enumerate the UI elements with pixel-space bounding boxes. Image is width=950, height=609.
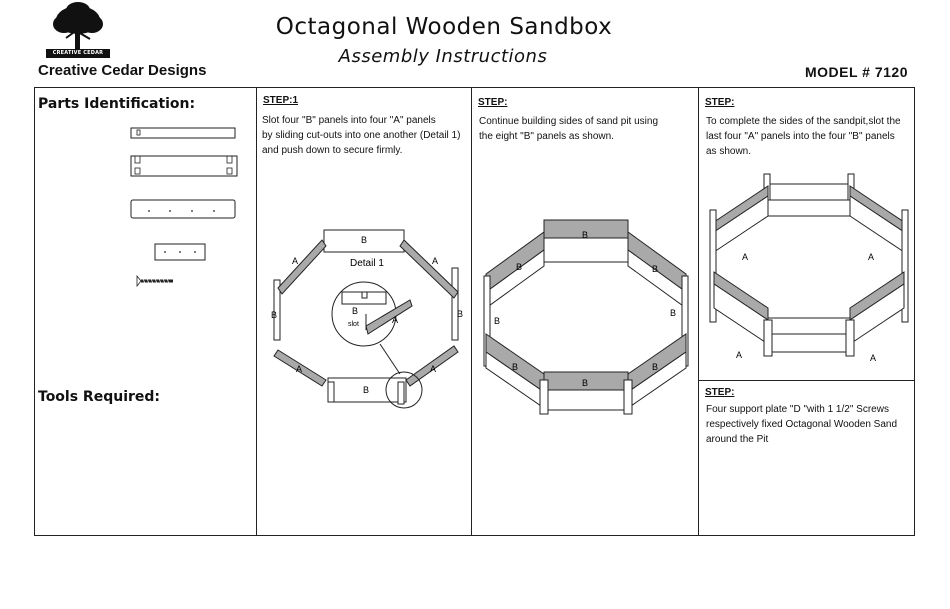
detail-label: Detail 1 (350, 258, 384, 269)
label-b: B (457, 309, 463, 319)
step1-instructions: Slot four "B" panels into four "A" panel… (262, 113, 460, 158)
screw-icon (136, 274, 173, 288)
label-a: A (432, 256, 438, 266)
step4-line: around the Pit (706, 434, 769, 445)
tree-icon (48, 2, 108, 51)
step4-label: STEP: (705, 387, 735, 398)
label-a: A (868, 252, 874, 262)
step3-line: To complete the sides of the sandpit,slo… (706, 116, 901, 127)
step4-instructions: Four support plate "D "with 1 1/2" Screw… (706, 402, 897, 447)
label-b: B (582, 378, 588, 388)
label-b: B (582, 230, 588, 240)
instructions-frame (34, 87, 915, 536)
step1-diagram: B B B B A A A A Detail 1 B slot A (271, 229, 463, 409)
parts-heading: Parts Identification: (38, 96, 196, 112)
step1-label: STEP:1 (263, 95, 299, 106)
step1-line: by sliding cut-outs into one another (De… (262, 130, 461, 141)
label-a: A (870, 353, 876, 363)
label-a: A (430, 364, 436, 374)
step2-line: the eight "B" panels as shown. (479, 131, 614, 142)
column-divider (698, 87, 699, 536)
company-name: Creative Cedar Designs (38, 62, 207, 79)
step1-line: Slot four "B" panels into four "A" panel… (262, 115, 436, 126)
model-number: MODEL # 7120 (804, 64, 908, 80)
label-a: A (296, 364, 302, 374)
label-b: B (271, 310, 277, 320)
panel-a-icon (130, 127, 236, 139)
label-a: A (392, 315, 398, 325)
support-plate-d-icon (154, 243, 206, 261)
step4-line: Four support plate "D "with 1 1/2" Screw… (706, 404, 889, 415)
panel-b-icon (130, 155, 238, 177)
step1-line: and push down to secure firmly. (262, 145, 403, 156)
label-a: A (292, 256, 298, 266)
label-a: A (736, 350, 742, 360)
step3-line: as shown. (706, 146, 752, 157)
column-divider (256, 87, 257, 536)
page-title: Octagonal Wooden Sandbox (275, 14, 613, 40)
column-divider (471, 87, 472, 536)
logo-text: CREATIVE CEDAR DESIGNS (46, 49, 110, 65)
tools-heading: Tools Required: (38, 389, 161, 405)
company-logo: CREATIVE CEDAR DESIGNS (44, 2, 112, 65)
label-b: B (516, 262, 522, 272)
step3-line: last four "A" panels into the four "B" p… (706, 131, 895, 142)
step2-instructions: Continue building sides of sand pit usin… (479, 114, 658, 144)
step2-label: STEP: (478, 97, 508, 108)
parts-diagram (130, 127, 238, 288)
page-subtitle: Assembly Instructions (338, 46, 548, 67)
row-divider (698, 380, 915, 381)
label-b: B (652, 264, 658, 274)
step2-line: Continue building sides of sand pit usin… (479, 116, 659, 127)
panel-c-icon (130, 199, 236, 219)
step3-label: STEP: (705, 97, 735, 108)
slot-label: slot (348, 321, 359, 328)
label-b: B (512, 362, 518, 372)
label-b: B (652, 362, 658, 372)
step3-instructions: To complete the sides of the sandpit,slo… (706, 114, 901, 159)
label-b: B (352, 306, 358, 316)
label-b: B (361, 235, 367, 245)
step3-diagram: A A A A (709, 173, 909, 363)
label-b: B (494, 316, 500, 326)
label-b: B (363, 385, 369, 395)
step4-line: respectively fixed Octagonal Wooden Sand (706, 419, 898, 430)
label-b: B (670, 308, 676, 318)
step2-diagram: B B B B B B B B (483, 219, 689, 415)
label-a: A (742, 252, 748, 262)
